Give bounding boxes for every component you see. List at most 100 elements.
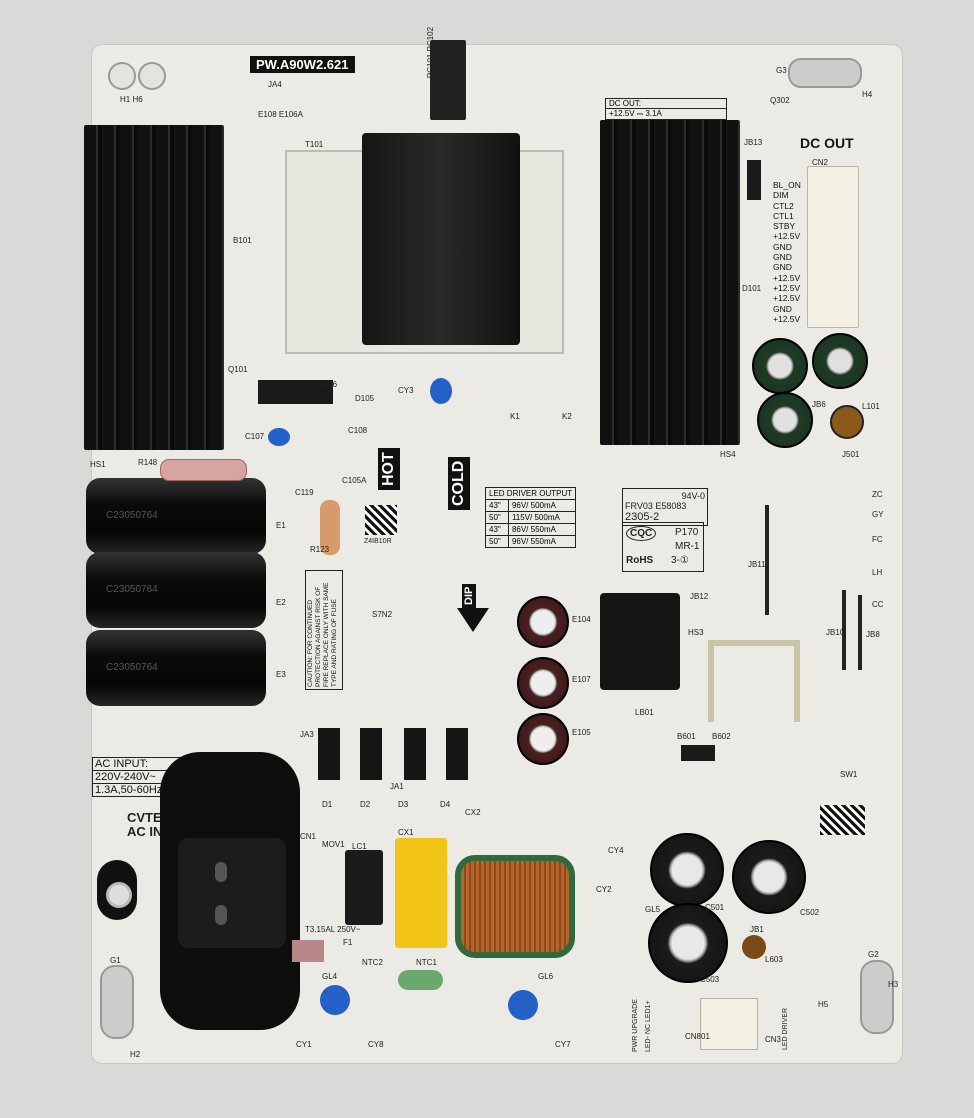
designator: GL5 <box>645 905 661 914</box>
designator: B602 <box>712 732 731 741</box>
designator: GL6 <box>538 972 554 981</box>
ground-lug-g3 <box>788 58 862 88</box>
designator: E105 <box>572 728 591 737</box>
designator: C503 <box>700 975 720 984</box>
designator: E3 <box>276 670 286 679</box>
y-capacitor-cy7 <box>508 990 538 1020</box>
dc-out-connector[interactable] <box>807 166 859 328</box>
designator: CY1 <box>296 1040 312 1049</box>
designator: B101 <box>233 236 252 245</box>
cqc-box: CQC P170 MR-1 RoHS 3-① <box>622 522 704 572</box>
designator: LC1 <box>352 842 367 851</box>
dc-out-box-rating: +12.5V ⎓ 3.1A <box>609 109 662 118</box>
designator: J501 <box>842 450 860 459</box>
cell-size: 50" <box>485 535 509 548</box>
optocouplers <box>430 40 466 120</box>
diode-d106 <box>258 380 333 404</box>
led-pinout-label: LED- NC LED1+ <box>645 1000 652 1052</box>
designator: C501 <box>705 903 725 912</box>
cell-spec: 96V/ 500mA <box>507 499 577 512</box>
led-connector-cn3[interactable] <box>700 998 758 1050</box>
designator: JB6 <box>812 400 826 409</box>
fuse-f1 <box>292 940 324 962</box>
designator: K2 <box>562 412 572 421</box>
dc-out-title: DC OUT <box>800 135 854 151</box>
ac-input-voltage: 220V-240V~ <box>93 771 209 784</box>
electrolytic-capacitor-c503 <box>648 903 728 983</box>
qr-code <box>820 805 865 835</box>
designator: R123 <box>310 545 330 554</box>
designator: CY4 <box>608 846 624 855</box>
designator: H5 <box>818 1000 829 1009</box>
pin-label: +12.5V <box>773 313 801 324</box>
designator: E104 <box>572 615 591 624</box>
designator: CX2 <box>465 808 481 817</box>
designator: CN1 <box>300 832 317 841</box>
electrolytic-capacitor <box>812 333 868 389</box>
bulk-capacitor-e2: C23050764 <box>86 552 266 628</box>
hot-label: HOT <box>378 448 400 490</box>
ac-input-current: 1.3A,50-60Hz <box>95 784 163 796</box>
ac-in-label: AC IN <box>127 824 163 839</box>
designator: CY2 <box>596 885 612 894</box>
designator: R148 <box>138 458 158 467</box>
inductor-lc1 <box>345 850 383 925</box>
dc-out-rating-box: DC OUT: +12.5V ⎓ 3.1A <box>605 98 727 120</box>
cell-size: 43" <box>485 523 509 536</box>
pin-label: GND <box>773 303 792 314</box>
led-driver-output-table: LED DRIVER OUTPUT 43"96V/ 500mA 50"115V/… <box>484 487 577 548</box>
designator: JB8 <box>866 630 880 639</box>
mount-hole <box>138 62 166 90</box>
pin-label: +12.5V <box>773 272 801 283</box>
ground-lug-g1 <box>100 965 134 1039</box>
jumper-jb10 <box>842 590 846 670</box>
table-row: 50"115V/ 500mA <box>485 511 577 524</box>
y-capacitor-cy1 <box>320 985 350 1015</box>
ac-pin <box>215 905 227 925</box>
designator: JA1 <box>390 782 404 791</box>
designator: LB01 <box>635 708 654 717</box>
table-row: 50"96V/ 550mA <box>485 535 577 548</box>
designator: D3 <box>398 800 409 809</box>
designator: Q101 <box>228 365 248 374</box>
electrolytic-capacitor <box>757 392 813 448</box>
electrolytic-capacitor-e105 <box>517 713 569 765</box>
ground-lug-g2 <box>860 960 894 1034</box>
electrolytic-capacitor-c501 <box>650 833 724 907</box>
diode-d1 <box>318 728 340 780</box>
designator: NTC1 <box>416 958 437 967</box>
electrolytic-capacitor-e107 <box>517 657 569 709</box>
designator: JB13 <box>744 138 763 147</box>
ul-file: FRV03 E58083 <box>625 501 687 511</box>
designator: CN3 <box>765 1035 782 1044</box>
designator: E2 <box>276 598 286 607</box>
pin-label: +12.5V <box>773 282 801 293</box>
designator: CN801 <box>685 1032 710 1041</box>
jumper-jb8 <box>858 595 862 670</box>
designator: JA4 <box>268 80 282 89</box>
designator: D4 <box>440 800 451 809</box>
jumpers-b601-b602 <box>681 745 715 761</box>
designator: ZC <box>872 490 883 499</box>
cell-size: 50" <box>485 511 509 524</box>
cert-p: P170 <box>675 527 699 538</box>
caution-label: CAUTION: FOR CONTINUED PROTECTION AGAINS… <box>305 570 343 690</box>
designator: H3 <box>888 980 899 989</box>
designator: JB1 <box>750 925 764 934</box>
designator: HS3 <box>688 628 704 637</box>
designator: FC <box>872 535 883 544</box>
designator: MOV1 <box>322 840 345 849</box>
heatsink-hs4 <box>600 120 740 445</box>
diode-d2 <box>360 728 382 780</box>
jumper-jb11 <box>765 505 769 615</box>
date-code: 2305-2 <box>625 511 660 523</box>
pin-label: CTL1 <box>773 210 794 221</box>
designator: E107 <box>572 675 591 684</box>
designator: K1 <box>510 412 520 421</box>
electrolytic-capacitor-c502 <box>732 840 806 914</box>
ac-pin <box>215 862 227 882</box>
designator: SW1 <box>840 770 858 779</box>
transformer-t101 <box>362 133 520 345</box>
pin-label: +12.5V <box>773 231 801 242</box>
designator: B601 <box>677 732 696 741</box>
